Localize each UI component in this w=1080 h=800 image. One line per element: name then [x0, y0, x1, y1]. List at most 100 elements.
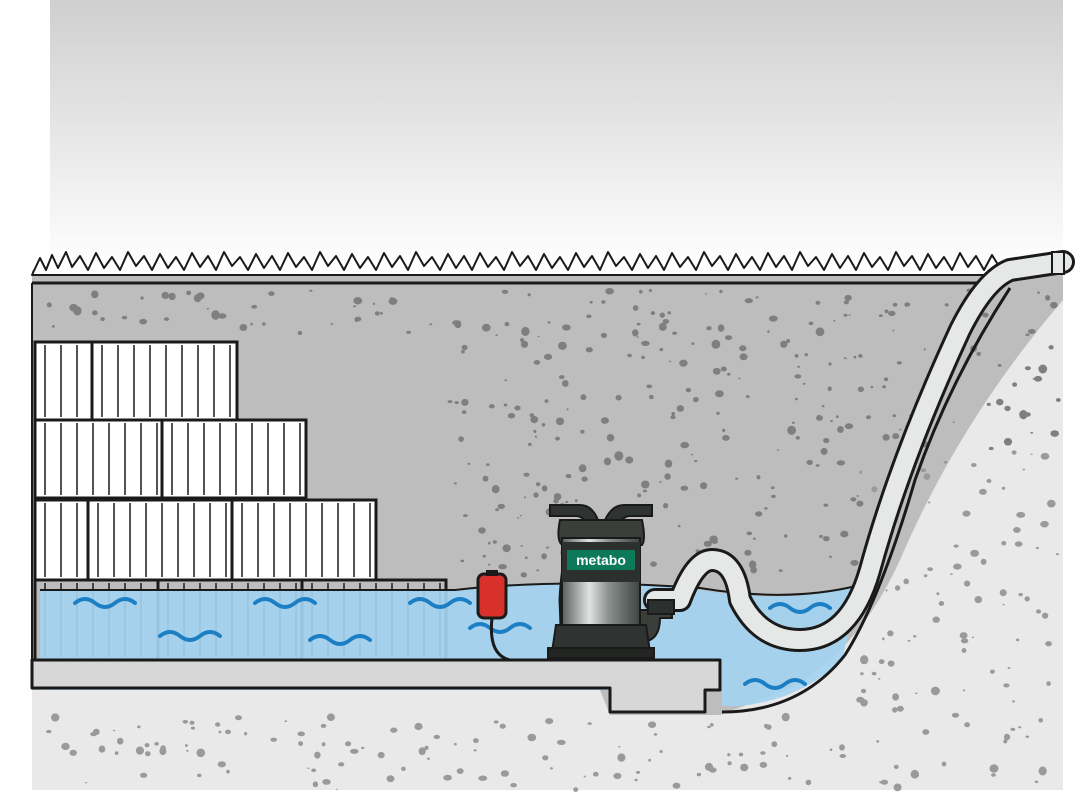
- soil-speckle: [1035, 546, 1039, 550]
- soil-speckle: [882, 385, 886, 389]
- soil-speckle: [856, 495, 859, 497]
- soil-speckle: [815, 464, 820, 467]
- soil-speckle: [735, 477, 739, 480]
- soil-speckle: [140, 772, 148, 778]
- soil-speckle: [636, 336, 639, 338]
- soil-speckle: [860, 688, 867, 694]
- soil-speckle: [720, 366, 727, 372]
- soil-speckle: [871, 671, 877, 676]
- soil-speckle: [90, 732, 97, 737]
- soil-speckle: [725, 335, 733, 341]
- soil-speckle: [523, 472, 530, 477]
- soil-speckle: [770, 486, 775, 490]
- crate: [230, 498, 378, 582]
- soil-speckle: [928, 501, 931, 504]
- soil-speckle: [215, 722, 221, 727]
- soil-speckle: [1038, 718, 1043, 723]
- soil-speckle: [488, 563, 491, 566]
- soil-speckle: [217, 761, 226, 768]
- soil-speckle: [189, 720, 195, 725]
- soil-speckle: [815, 327, 825, 337]
- soil-speckle: [704, 762, 714, 771]
- soil-speckle: [646, 384, 653, 389]
- soil-speckle: [1016, 511, 1026, 518]
- soil-speckle: [500, 770, 509, 777]
- soil-speckle: [658, 322, 667, 331]
- soil-speckle: [1055, 553, 1059, 556]
- soil-speckle: [235, 715, 242, 721]
- soil-speckle: [680, 441, 690, 449]
- soil-speckle: [51, 713, 60, 722]
- soil-speckle: [452, 320, 462, 326]
- soil-speckle: [1048, 345, 1054, 350]
- soil-speckle: [353, 297, 363, 305]
- soil-speckle: [822, 536, 830, 542]
- soil-speckle: [498, 564, 507, 570]
- soil-speckle: [139, 318, 148, 325]
- soil-speckle: [478, 775, 488, 781]
- soil-speckle: [887, 660, 895, 667]
- soil-speckle: [580, 429, 585, 434]
- soil-speckle: [307, 767, 310, 769]
- soil-speckle: [1040, 520, 1049, 528]
- soil-speckle: [961, 648, 967, 653]
- soil-speckle: [778, 569, 783, 572]
- soil-speckle: [1038, 766, 1047, 776]
- soil-speckle: [528, 442, 532, 446]
- soil-speckle: [574, 499, 578, 503]
- soil-speckle: [896, 705, 904, 712]
- soil-speckle: [913, 635, 917, 638]
- soil-speckle: [617, 753, 626, 762]
- soil-speckle: [787, 776, 792, 780]
- soil-speckle: [959, 632, 968, 639]
- soil-speckle: [923, 348, 926, 351]
- soil-speckle: [388, 297, 398, 305]
- soil-speckle: [322, 779, 331, 785]
- soil-speckle: [603, 457, 612, 466]
- soil-speckle: [892, 414, 897, 418]
- soil-speckle: [668, 360, 672, 363]
- soil-speckle: [650, 311, 656, 316]
- soil-speckle: [1012, 700, 1015, 703]
- soil-speckle: [447, 400, 453, 404]
- soil-speckle: [461, 398, 469, 406]
- soil-speckle: [892, 693, 899, 701]
- soil-speckle: [691, 342, 695, 345]
- soil-speckle: [197, 773, 202, 778]
- soil-speckle: [488, 541, 491, 545]
- soil-speckle: [580, 394, 587, 401]
- soil-speckle: [460, 350, 465, 354]
- soil-speckle: [338, 762, 345, 767]
- soil-speckle: [990, 669, 995, 674]
- soil-speckle: [541, 553, 547, 560]
- soil-speckle: [896, 361, 902, 365]
- soil-speckle: [1027, 329, 1036, 334]
- soil-speckle: [565, 474, 572, 479]
- soil-speckle: [330, 322, 333, 325]
- soil-speckle: [823, 437, 830, 444]
- soil-speckle: [794, 354, 799, 358]
- soil-speckle: [196, 748, 206, 758]
- soil-speckle: [140, 296, 144, 300]
- soil-speckle: [190, 726, 196, 730]
- soil-speckle: [693, 396, 699, 403]
- soil-speckle: [727, 761, 732, 766]
- soil-speckle: [974, 596, 983, 604]
- soil-speckle: [860, 655, 869, 665]
- soil-speckle: [641, 355, 645, 360]
- water-wave: [743, 678, 807, 690]
- soil-speckle: [533, 492, 539, 498]
- soil-speckle: [821, 404, 825, 408]
- soil-speckle: [1050, 430, 1059, 437]
- soil-speckle: [667, 311, 671, 315]
- soil-speckle: [186, 290, 192, 296]
- soil-speckle: [808, 321, 814, 326]
- crate: [33, 340, 94, 422]
- soil-speckle: [893, 764, 899, 770]
- soil-speckle: [544, 353, 553, 360]
- soil-speckle: [904, 304, 908, 307]
- soil-speckle: [461, 410, 467, 414]
- soil-speckle: [670, 415, 676, 420]
- soil-speckle: [312, 781, 319, 788]
- soil-speckle: [920, 468, 927, 473]
